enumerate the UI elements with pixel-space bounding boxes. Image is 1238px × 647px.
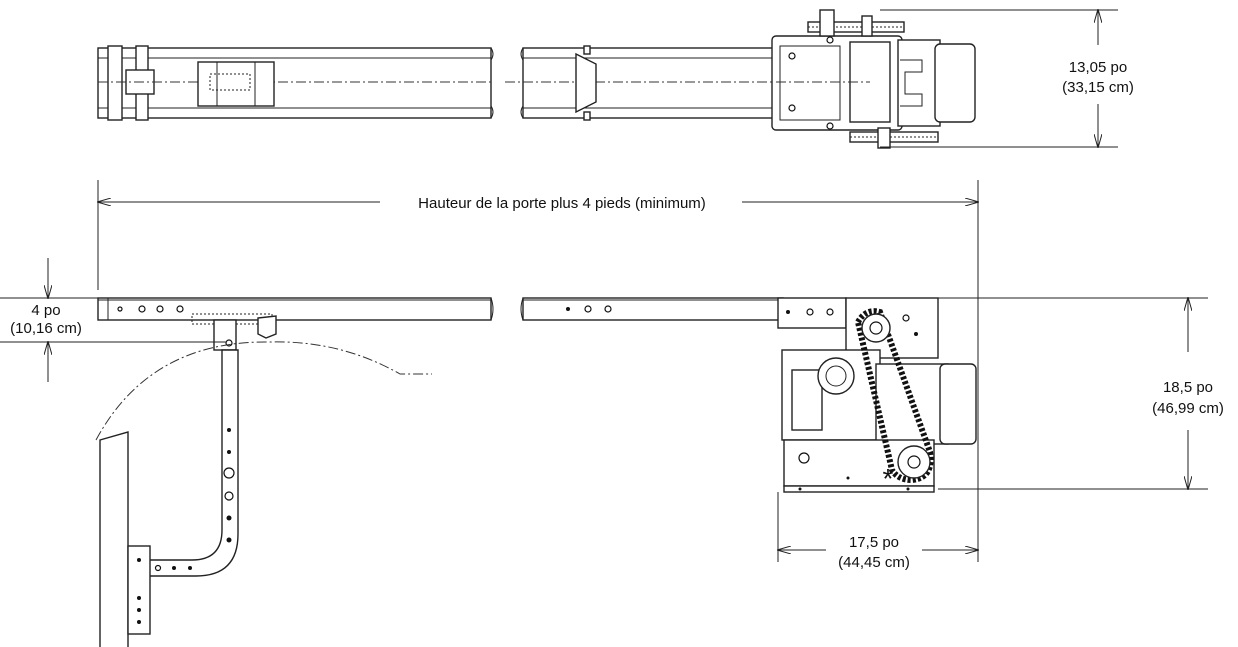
marker-asterisk: * bbox=[883, 463, 894, 494]
drive-chain bbox=[854, 308, 934, 484]
rail-length-dimension: Hauteur de la porte plus 4 pieds (minimu… bbox=[98, 180, 978, 360]
width-label: 17,5 po bbox=[849, 534, 899, 551]
rail-length-label: Hauteur de la porte plus 4 pieds (minimu… bbox=[418, 195, 706, 212]
side-height-metric-label: (46,99 cm) bbox=[1152, 400, 1224, 417]
top-rail-right bbox=[522, 45, 777, 121]
top-height-dimension: 13,05 po (33,15 cm) bbox=[880, 10, 1134, 147]
side-rail-left bbox=[97, 297, 492, 339]
width-dimension: 17,5 po (44,45 cm) bbox=[778, 360, 978, 571]
side-height-dimension: 18,5 po (46,99 cm) bbox=[930, 298, 1224, 489]
clearance-label: 4 po bbox=[31, 302, 60, 319]
door-travel-arc bbox=[95, 341, 432, 441]
top-rail-left bbox=[97, 45, 492, 121]
side-height-label: 18,5 po bbox=[1163, 379, 1213, 396]
door-arm bbox=[139, 319, 239, 577]
top-height-label: 13,05 po bbox=[1069, 59, 1127, 76]
clearance-metric-label: (10,16 cm) bbox=[10, 320, 82, 337]
side-view: * bbox=[95, 297, 977, 647]
side-rail-right bbox=[522, 297, 784, 321]
width-metric-label: (44,45 cm) bbox=[838, 554, 910, 571]
clearance-dimension: 4 po (10,16 cm) bbox=[0, 258, 226, 382]
top-view bbox=[97, 9, 976, 149]
top-height-metric-label: (33,15 cm) bbox=[1062, 79, 1134, 96]
top-power-head bbox=[771, 9, 976, 149]
door-panel bbox=[99, 431, 151, 647]
